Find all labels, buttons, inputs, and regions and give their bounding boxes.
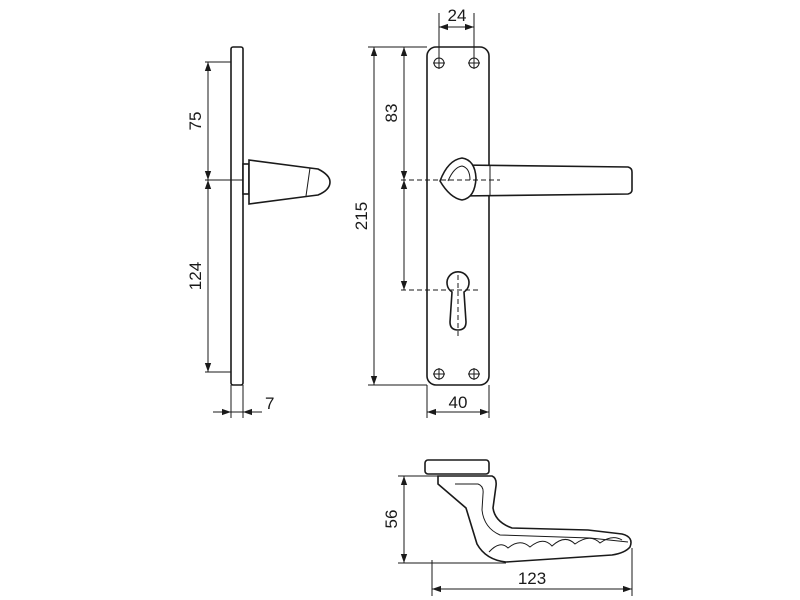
screw-icon: [433, 57, 480, 380]
dim-215: 215: [352, 202, 371, 230]
top-lever: [437, 475, 632, 563]
dim-75: 75: [186, 112, 205, 131]
dim-123: 123: [518, 569, 546, 588]
rosette: [424, 459, 490, 475]
front-lever: [439, 157, 633, 201]
dim-7: 7: [265, 394, 274, 413]
side-view: 75 124 7: [186, 46, 331, 418]
front-view: 215 83 24 40: [352, 6, 633, 418]
side-plate: [230, 46, 244, 386]
dim-124: 124: [186, 262, 205, 290]
top-view: 56 123: [382, 459, 633, 596]
dim-40: 40: [449, 393, 468, 412]
dim-56: 56: [382, 510, 401, 529]
side-lever: [242, 159, 331, 205]
dim-24: 24: [448, 6, 467, 25]
front-plate: [426, 46, 490, 386]
dim-83: 83: [382, 104, 401, 123]
